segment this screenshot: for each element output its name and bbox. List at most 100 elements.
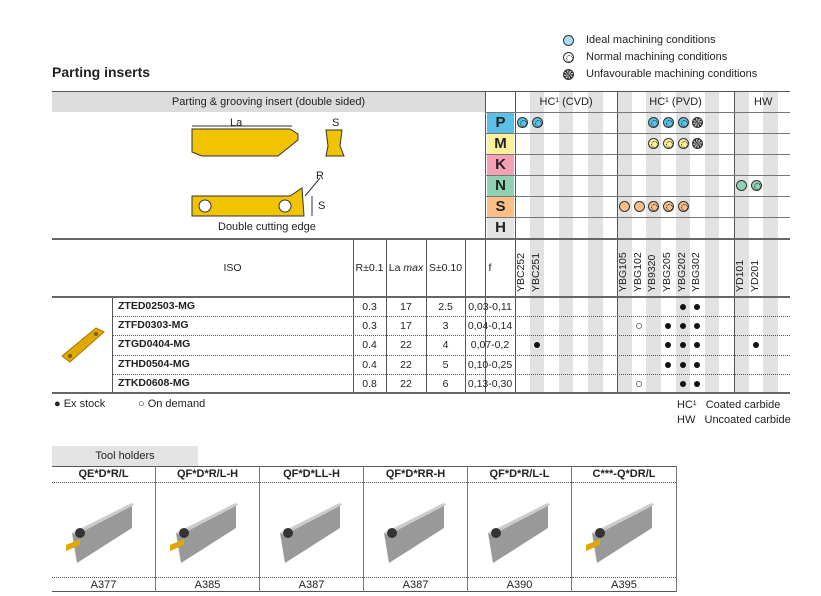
- la-value: 22: [400, 358, 412, 371]
- tool-holder-card[interactable]: QF*D*R/L-H A385: [156, 466, 260, 592]
- ex-stock-marker: [679, 304, 686, 310]
- normal-condition-icon: [677, 117, 689, 128]
- divider: [52, 296, 790, 298]
- divider: [485, 133, 790, 134]
- normal-condition-icon: [648, 138, 660, 149]
- page-title: Parting inserts: [52, 64, 151, 80]
- grade-column-stripe: [646, 92, 661, 392]
- grade-name: YBG105: [617, 252, 630, 292]
- normal-icon: [563, 52, 574, 63]
- grade-column-stripe: [617, 92, 632, 392]
- grade-column-stripe: [573, 92, 588, 392]
- legend-unfavourable: Unfavourable machining conditions: [586, 68, 758, 80]
- ex-stock-marker: [665, 323, 671, 330]
- grade-column-stripe: [763, 92, 778, 392]
- tool-holder-card[interactable]: QF*D*R/L-L A390: [468, 466, 572, 592]
- normal-condition-icon: [750, 180, 762, 191]
- s-value: 5: [442, 358, 449, 371]
- grade-column-stripe: [777, 92, 793, 392]
- page-reference[interactable]: A385: [156, 577, 259, 592]
- tool-holder-image: [384, 503, 446, 563]
- grade-column-stripe: [544, 92, 559, 392]
- divider: [734, 92, 735, 392]
- s-value: 4: [442, 339, 449, 352]
- tool-holder-card[interactable]: QF*D*RR-H A387: [364, 466, 468, 592]
- normal-condition-icon: [648, 201, 660, 212]
- divider: [485, 196, 790, 197]
- iso-code[interactable]: ZTFD0303-MG: [118, 319, 189, 332]
- s-value: 6: [442, 377, 449, 390]
- legend: Ideal machining conditions Normal machin…: [563, 32, 757, 83]
- divider: [465, 240, 466, 392]
- r-value: 0.4: [362, 358, 377, 371]
- grade-grid: [515, 92, 793, 392]
- grade-column-stripe: [704, 92, 720, 392]
- unfavourable-condition-icon: [692, 117, 704, 128]
- la-value: 17: [400, 301, 412, 313]
- on-demand-legend: ○ On demand: [138, 398, 206, 410]
- tool-holder-name: QF*D*LL-H: [260, 466, 363, 483]
- normal-condition-icon: [517, 117, 528, 128]
- f-header: f: [488, 262, 492, 274]
- divider: [485, 154, 790, 155]
- divider: [485, 91, 790, 92]
- drawing-caption: Double cutting edge: [218, 221, 316, 233]
- divider: [485, 112, 790, 113]
- r-value: 0.8: [362, 377, 377, 390]
- page-reference[interactable]: A387: [260, 577, 363, 592]
- grade-name: YBG102: [631, 252, 644, 292]
- hc-legend: HC¹ Coated carbide: [677, 399, 781, 411]
- page-reference[interactable]: A395: [572, 577, 676, 592]
- grade-column-stripe: [631, 92, 647, 392]
- insert-drawing: [191, 125, 345, 217]
- f-value: 0,04-0,14: [467, 320, 513, 333]
- grade-name: YBC251: [529, 252, 542, 292]
- normal-condition-icon: [677, 138, 689, 149]
- ex-stock-marker: [679, 323, 686, 330]
- tool-holder-card[interactable]: QE*D*R/L A377: [52, 466, 156, 592]
- divider: [353, 240, 354, 392]
- grade-name: YBG302: [690, 252, 703, 292]
- grade-name: YBG205: [661, 252, 673, 292]
- normal-condition-icon: [677, 201, 689, 212]
- normal-condition-icon: [663, 201, 674, 212]
- ex-stock-marker: [533, 342, 540, 349]
- grade-column-stripe: [515, 92, 530, 392]
- iso-code[interactable]: ZTHD0504-MG: [118, 357, 190, 370]
- grade-name: YD101: [734, 259, 746, 292]
- divider: [485, 92, 486, 392]
- divider: [52, 591, 677, 592]
- page-reference[interactable]: A390: [468, 577, 571, 592]
- ex-stock-marker: [694, 361, 701, 368]
- r-header: R±0.1: [355, 262, 384, 274]
- divider: [485, 217, 790, 218]
- iso-code[interactable]: ZTGD0404-MG: [118, 338, 191, 351]
- material-p: P: [487, 113, 514, 133]
- normal-condition-icon: [663, 117, 674, 128]
- ideal-condition-icon: [619, 201, 631, 212]
- ex-stock-marker: [694, 323, 701, 330]
- divider: [112, 354, 790, 356]
- s-value: 2.5: [438, 301, 453, 313]
- tool-holder-image: [170, 503, 238, 563]
- divider: [112, 335, 790, 337]
- divider: [112, 316, 790, 318]
- tool-holder-card[interactable]: QF*D*LL-H A387: [260, 466, 364, 592]
- divider: [515, 92, 516, 392]
- page-reference[interactable]: A387: [364, 577, 467, 592]
- la-header: La max: [388, 262, 424, 274]
- grade-group-header: HC¹ (CVD): [539, 96, 593, 108]
- divider: [617, 92, 619, 392]
- la-value: 22: [400, 339, 412, 352]
- grade-group-header: HW: [754, 96, 773, 108]
- iso-code[interactable]: ZTKD0608-MG: [118, 376, 190, 389]
- tool-holder-card[interactable]: C***-Q*DR/L A395: [572, 466, 677, 592]
- ex-stock-marker: [679, 380, 686, 387]
- f-value: 0,07-0,2: [470, 339, 510, 352]
- r-value: 0.4: [362, 339, 377, 352]
- page-reference[interactable]: A377: [52, 577, 155, 592]
- grade-column-stripe: [588, 92, 603, 392]
- iso-code[interactable]: ZTED02503-MG: [118, 300, 196, 312]
- grade-column-stripe: [602, 92, 618, 392]
- tool-holders-tab: Tool holders: [52, 446, 198, 466]
